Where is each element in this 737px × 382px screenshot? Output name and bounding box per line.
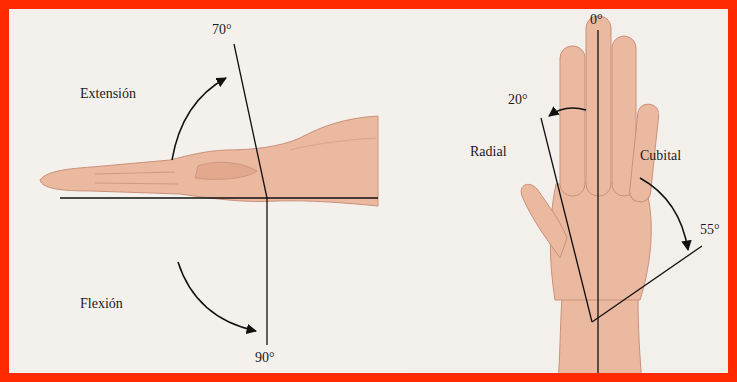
motion-label: Radial [470,144,507,160]
motion-label: Extensión [80,86,136,102]
frame-border [5,5,733,378]
angle-label: 90° [255,350,275,366]
angle-label: 55° [700,222,720,238]
hand-dorsal-view [521,16,660,382]
motion-arrows [172,78,688,331]
reference-lines [60,30,702,374]
photo-ground [8,8,408,374]
motion-label: Cubital [640,148,681,164]
angle-label: 20° [508,92,528,108]
angle-label: 0° [590,12,603,28]
motion-label: Flexión [80,296,123,312]
hand-side-view [40,116,378,206]
angle-label: 70° [212,22,232,38]
